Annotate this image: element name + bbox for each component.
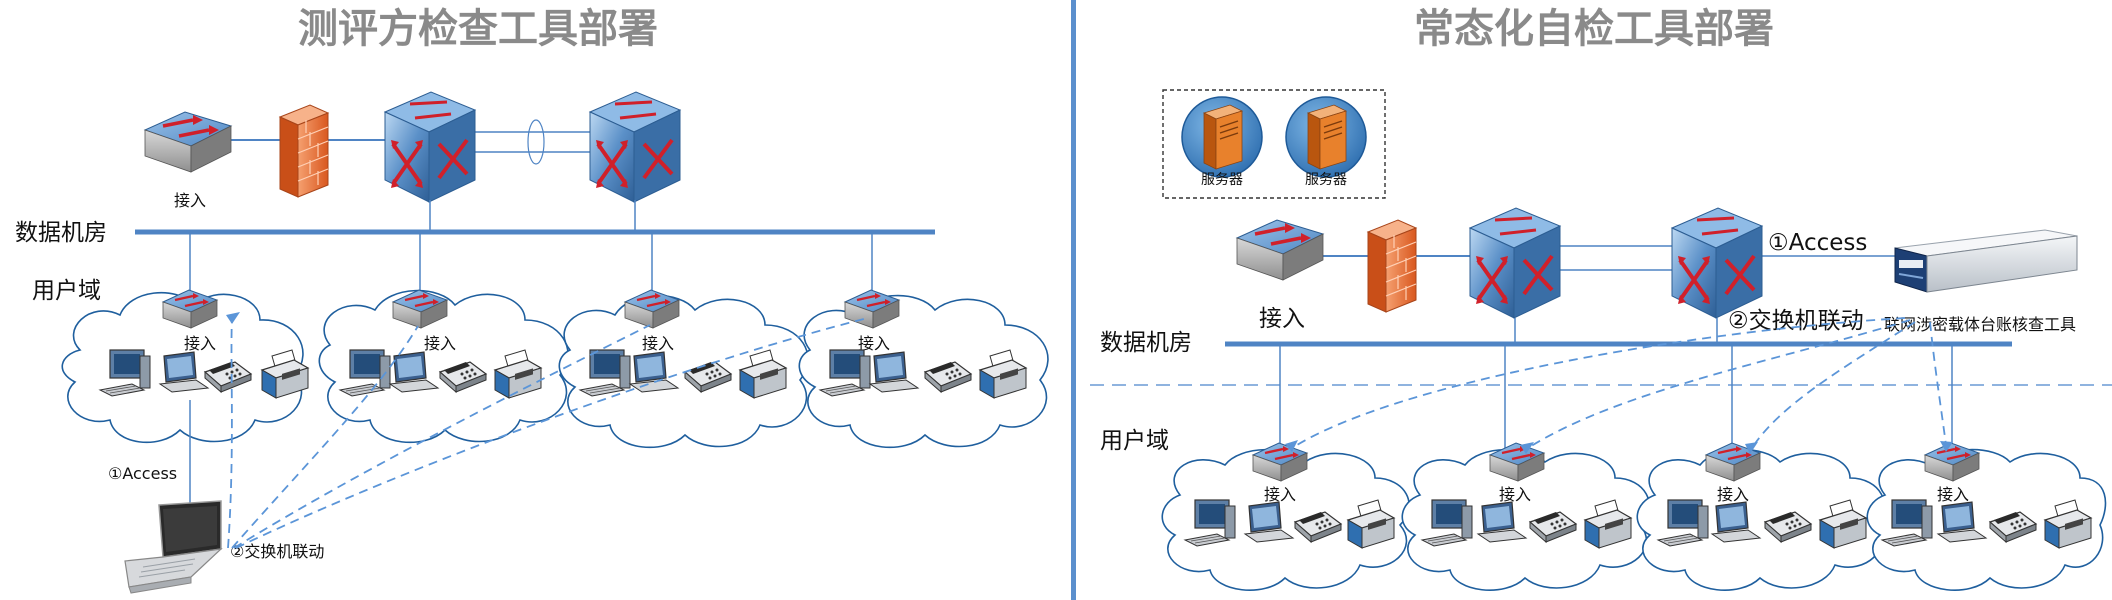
right-data-center-label: 数据机房 (1100, 330, 1192, 356)
left-title: 测评方检查工具部署 (298, 6, 658, 52)
left-user-domain-label: 用户域 (32, 278, 101, 304)
left-core-switch-1 (383, 90, 477, 204)
server-1-label: 服务器 (1201, 172, 1243, 188)
left-cloud-2 (318, 289, 569, 444)
check-tool-appliance (1894, 229, 2078, 293)
right-access-switch (1235, 218, 1325, 282)
left-cloud-3-access-label: 接入 (642, 334, 674, 353)
right-linkage-dashes (1291, 317, 1947, 449)
right-cloud-2 (1401, 448, 1650, 591)
center-divider (1071, 0, 1076, 600)
right-cloud-4-access-label: 接入 (1937, 485, 1969, 504)
server-2-icon (1285, 96, 1367, 178)
left-access-switch (143, 110, 233, 174)
right-step-access-label: ①Access (1768, 230, 1867, 256)
right-panel: 常态化自检工具部署 服务器 服务器 接入 ①Access ②交换机联动 联网涉密… (1090, 6, 2112, 591)
right-cloud-3-access-label: 接入 (1717, 485, 1749, 504)
left-core-switch-2 (588, 90, 682, 204)
left-panel: 测评方检查工具部署 接入 数据机房 用户域 (15, 6, 1049, 594)
check-tool-label: 联网涉密载体台账核查工具 (1884, 315, 2076, 334)
server-group-box (1162, 89, 1386, 199)
right-cloud-1 (1161, 448, 1410, 591)
left-firewall (279, 104, 329, 198)
left-step-switch-label: ②交换机联动 (230, 542, 324, 561)
right-core-switch-2 (1670, 206, 1764, 320)
left-data-center-label: 数据机房 (15, 220, 107, 246)
right-title: 常态化自检工具部署 (1414, 6, 1774, 52)
right-core-switch-1 (1468, 206, 1562, 320)
right-step-switch-label: ②交换机联动 (1728, 308, 1864, 334)
left-check-laptop (124, 500, 223, 594)
left-linkage-dashes (226, 312, 869, 549)
left-cloud-4-access-label: 接入 (858, 334, 890, 353)
left-cloud-1-access-label: 接入 (184, 334, 216, 353)
left-cloud-2-access-label: 接入 (424, 334, 456, 353)
right-cloud-1-access-label: 接入 (1264, 485, 1296, 504)
right-cloud-2-access-label: 接入 (1499, 485, 1531, 504)
server-1-icon (1181, 96, 1263, 178)
server-2-label: 服务器 (1305, 172, 1347, 188)
left-top-access-label: 接入 (174, 191, 206, 210)
right-top-access-label: 接入 (1259, 306, 1305, 332)
right-user-domain-label: 用户域 (1100, 428, 1169, 454)
left-step-access-label: ①Access (108, 464, 177, 483)
right-firewall (1367, 219, 1417, 313)
